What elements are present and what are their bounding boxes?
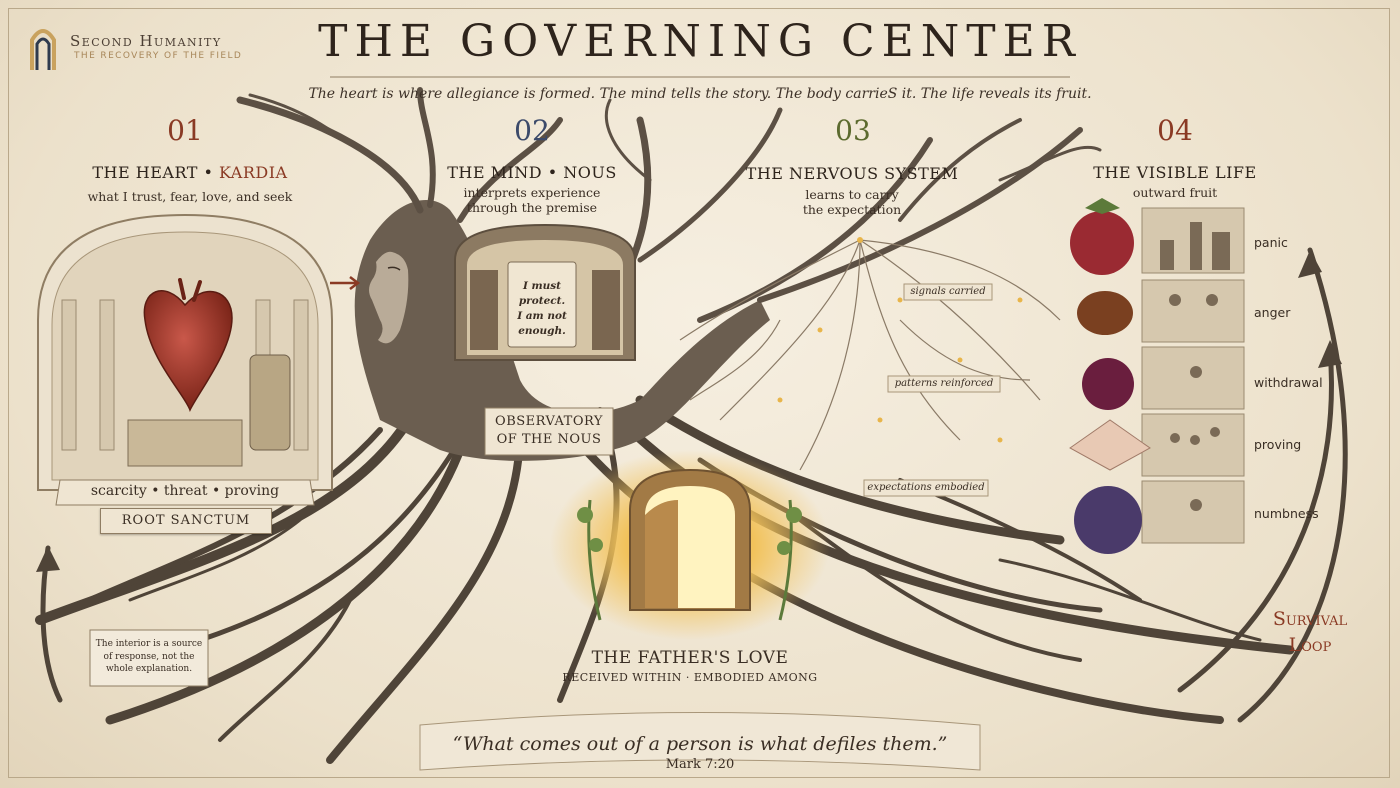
root-sanctum-plaque: ROOT SANCTUM	[100, 508, 272, 534]
section-03-title: THE NERVOUS SYSTEM	[745, 164, 959, 183]
nervous-label-expectations: expectations embodied	[867, 482, 985, 493]
observatory	[454, 223, 636, 456]
fruit-label-withdrawal: withdrawal	[1254, 375, 1323, 390]
blossom-icon	[1069, 419, 1151, 471]
section-04-title: THE VISIBLE LIFE	[1093, 163, 1257, 182]
observatory-plaque-line-1: OBSERVATORY	[495, 414, 603, 429]
section-03-subtitle-1: learns to carry	[805, 187, 899, 202]
scene-silhouettes	[1160, 222, 1230, 511]
section-01-title-b: KARDIA	[219, 163, 288, 182]
interior-note: The interior is a source of response, no…	[92, 638, 206, 676]
page-frame	[8, 8, 1390, 778]
observatory-scroll-line-3: I am not	[517, 310, 567, 322]
fathers-love-subtitle: RECEIVED WITHIN · EMBODIED AMONG	[562, 671, 818, 684]
fruit-label-proving: proving	[1254, 437, 1302, 452]
sanctum-scroll-text: scarcity • threat • proving	[90, 483, 280, 499]
quote-banner	[419, 712, 981, 771]
label-box-3	[863, 479, 989, 497]
arrowheads	[36, 250, 1342, 572]
interior-note-line-1: The interior is a source	[95, 639, 203, 649]
dark-plum-icon	[1074, 486, 1142, 554]
survival-loop-line-2: Loop	[1288, 634, 1332, 656]
brand-tagline: THE RECOVERY OF THE FIELD	[74, 51, 243, 61]
section-04-number: 04	[1157, 114, 1193, 147]
brand-logo-icon	[30, 29, 56, 70]
observatory-plaque-bg	[484, 407, 614, 456]
heart-icon	[143, 290, 233, 412]
nervous-glow-points	[777, 237, 1023, 443]
husk-fruit-icon	[1077, 291, 1133, 335]
label-box-1	[903, 283, 993, 301]
section-02-subtitle-1: interprets experience	[463, 185, 601, 200]
interior-note-line-3: whole explanation.	[105, 664, 193, 674]
interior-note-box	[89, 629, 209, 687]
root-sanctum-arch	[37, 213, 333, 506]
fruit-label-numbness: numbness	[1254, 506, 1319, 521]
nervous-branches	[679, 239, 1061, 471]
section-01-title: THE HEART • KARDIA	[60, 163, 320, 182]
observatory-plaque: OBSERVATORY OF THE NOUS	[485, 413, 613, 449]
observatory-scroll-line-4: enough.	[518, 325, 566, 337]
fruit-label-anger: anger	[1254, 305, 1291, 320]
quote-reference: Mark 7:20	[665, 757, 735, 772]
section-04-subtitle: outward fruit	[1132, 185, 1218, 200]
survival-loop-line-1: Survival	[1272, 608, 1348, 630]
fathers-love-title: THE FATHER'S LOVE	[591, 648, 789, 668]
observatory-scroll-line-1: I must	[522, 280, 562, 292]
arrow-to-mind-icon	[330, 276, 361, 290]
fathers-love-doorway	[550, 450, 830, 640]
nervous-label-patterns: patterns reinforced	[894, 378, 994, 389]
loop-arrowhead-icon	[1298, 250, 1322, 278]
section-02-title: THE MIND • NOUS	[447, 163, 617, 182]
branches	[236, 87, 1102, 324]
section-01-title-a: THE HEART •	[92, 163, 219, 182]
fruit-label-panic: panic	[1254, 235, 1288, 250]
plum-icon	[1082, 358, 1134, 410]
raspberry-icon	[1070, 211, 1134, 275]
loop-arrowhead-icon-2	[1318, 340, 1342, 368]
section-02-subtitle-2: through the premise	[466, 200, 598, 215]
nervous-label-signals: signals carried	[910, 286, 986, 297]
section-03-number: 03	[835, 114, 871, 147]
survival-loop-label: Survival Loop	[1250, 606, 1370, 658]
page-title: THE GOVERNING CENTER	[318, 16, 1082, 67]
observatory-plaque-line-2: OF THE NOUS	[496, 432, 602, 447]
fruit-panels	[1141, 207, 1245, 544]
section-01-subtitle: what I trust, fear, love, and seek	[87, 189, 293, 204]
interior-note-line-2: of response, not the	[103, 651, 195, 662]
fruit-icons	[1069, 198, 1151, 554]
observatory-scroll: I must protect. I am not enough.	[508, 279, 576, 339]
observatory-scroll-line-2: protect.	[518, 295, 566, 307]
sanctum-scroll	[55, 479, 315, 506]
label-box-2	[887, 375, 1001, 393]
page-subtitle: The heart is where allegiance is formed.…	[308, 86, 1092, 102]
quote-text: “What comes out of a person is what defi…	[452, 733, 948, 755]
section-03-subtitle-2: the expectation	[802, 202, 902, 217]
section-02-number: 02	[514, 114, 550, 147]
left-arrowhead-icon	[36, 546, 60, 572]
section-01-number: 01	[167, 114, 203, 147]
brand-name: Second Humanity	[70, 32, 222, 50]
